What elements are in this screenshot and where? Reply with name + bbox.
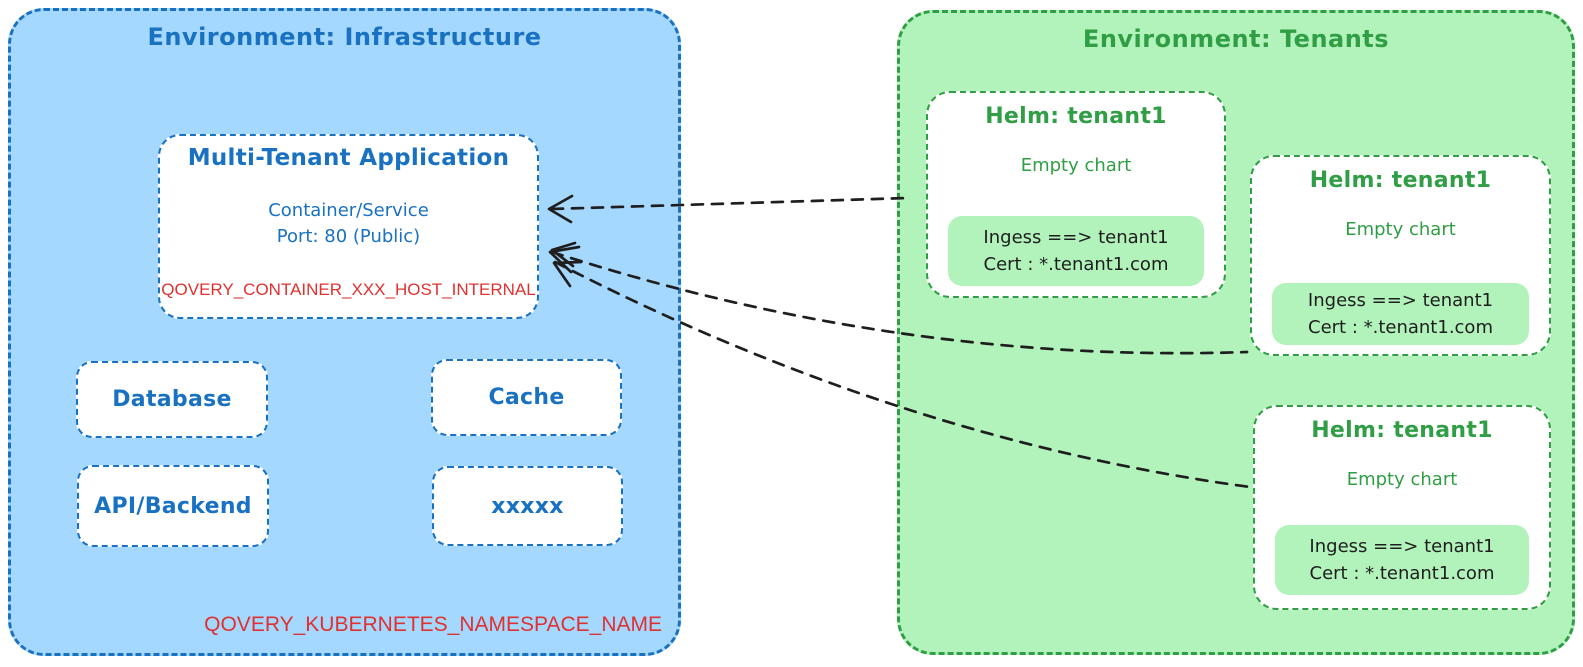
helm-chart-title: Helm: tenant1 xyxy=(985,104,1167,129)
cache-box: Cache xyxy=(431,359,622,436)
helm-tenant1-box-1: Helm: tenant1 Empty chart Ingess ==> ten… xyxy=(926,91,1226,298)
tenants-environment: Environment: Tenants Helm: tenant1 Empty… xyxy=(897,10,1575,655)
kubernetes-namespace-env-var: QOVERY_KUBERNETES_NAMESPACE_NAME xyxy=(204,613,662,636)
tenants-environment-title: Environment: Tenants xyxy=(1082,25,1390,53)
helm-chart-body: Empty chart xyxy=(1346,469,1458,490)
placeholder-service-box: xxxxx xyxy=(432,466,623,546)
helm-chart-title: Helm: tenant1 xyxy=(1311,418,1493,443)
application-title: Multi-Tenant Application xyxy=(187,145,510,171)
api-backend-box: API/Backend xyxy=(77,465,269,547)
cert-line: Cert : *.tenant1.com xyxy=(1308,317,1493,338)
cache-label: Cache xyxy=(488,385,565,410)
database-box: Database xyxy=(76,361,268,438)
ingress-cert-pill: Ingess ==> tenant1 Cert : *.tenant1.com xyxy=(1275,525,1529,595)
helm-chart-body: Empty chart xyxy=(1020,155,1132,176)
infrastructure-environment-title: Environment: Infrastructure xyxy=(147,23,542,51)
ingress-line: Ingess ==> tenant1 xyxy=(983,227,1169,248)
helm-chart-title: Helm: tenant1 xyxy=(1309,168,1492,193)
placeholder-service-label: xxxxx xyxy=(491,493,564,519)
application-container-service-label: Container/Service xyxy=(268,200,429,221)
cert-line: Cert : *.tenant1.com xyxy=(1309,563,1495,584)
ingress-cert-pill: Ingess ==> tenant1 Cert : *.tenant1.com xyxy=(1272,283,1529,345)
ingress-line: Ingess ==> tenant1 xyxy=(1309,536,1495,557)
ingress-line: Ingess ==> tenant1 xyxy=(1307,290,1494,311)
helm-tenant1-box-2: Helm: tenant1 Empty chart Ingess ==> ten… xyxy=(1250,155,1551,356)
application-port-label: Port: 80 (Public) xyxy=(276,226,421,247)
helm-tenant1-box-3: Helm: tenant1 Empty chart Ingess ==> ten… xyxy=(1253,405,1551,610)
ingress-cert-pill: Ingess ==> tenant1 Cert : *.tenant1.com xyxy=(948,216,1204,286)
infrastructure-environment: Environment: Infrastructure Multi-Tenant… xyxy=(8,8,681,656)
helm-chart-body: Empty chart xyxy=(1345,219,1456,240)
database-label: Database xyxy=(112,387,232,412)
cert-line: Cert : *.tenant1.com xyxy=(983,254,1169,275)
container-host-env-var: QOVERY_CONTAINER_XXX_HOST_INTERNAL xyxy=(161,280,536,299)
multi-tenant-application-box: Multi-Tenant Application Container/Servi… xyxy=(158,134,539,319)
api-backend-label: API/Backend xyxy=(94,493,252,519)
